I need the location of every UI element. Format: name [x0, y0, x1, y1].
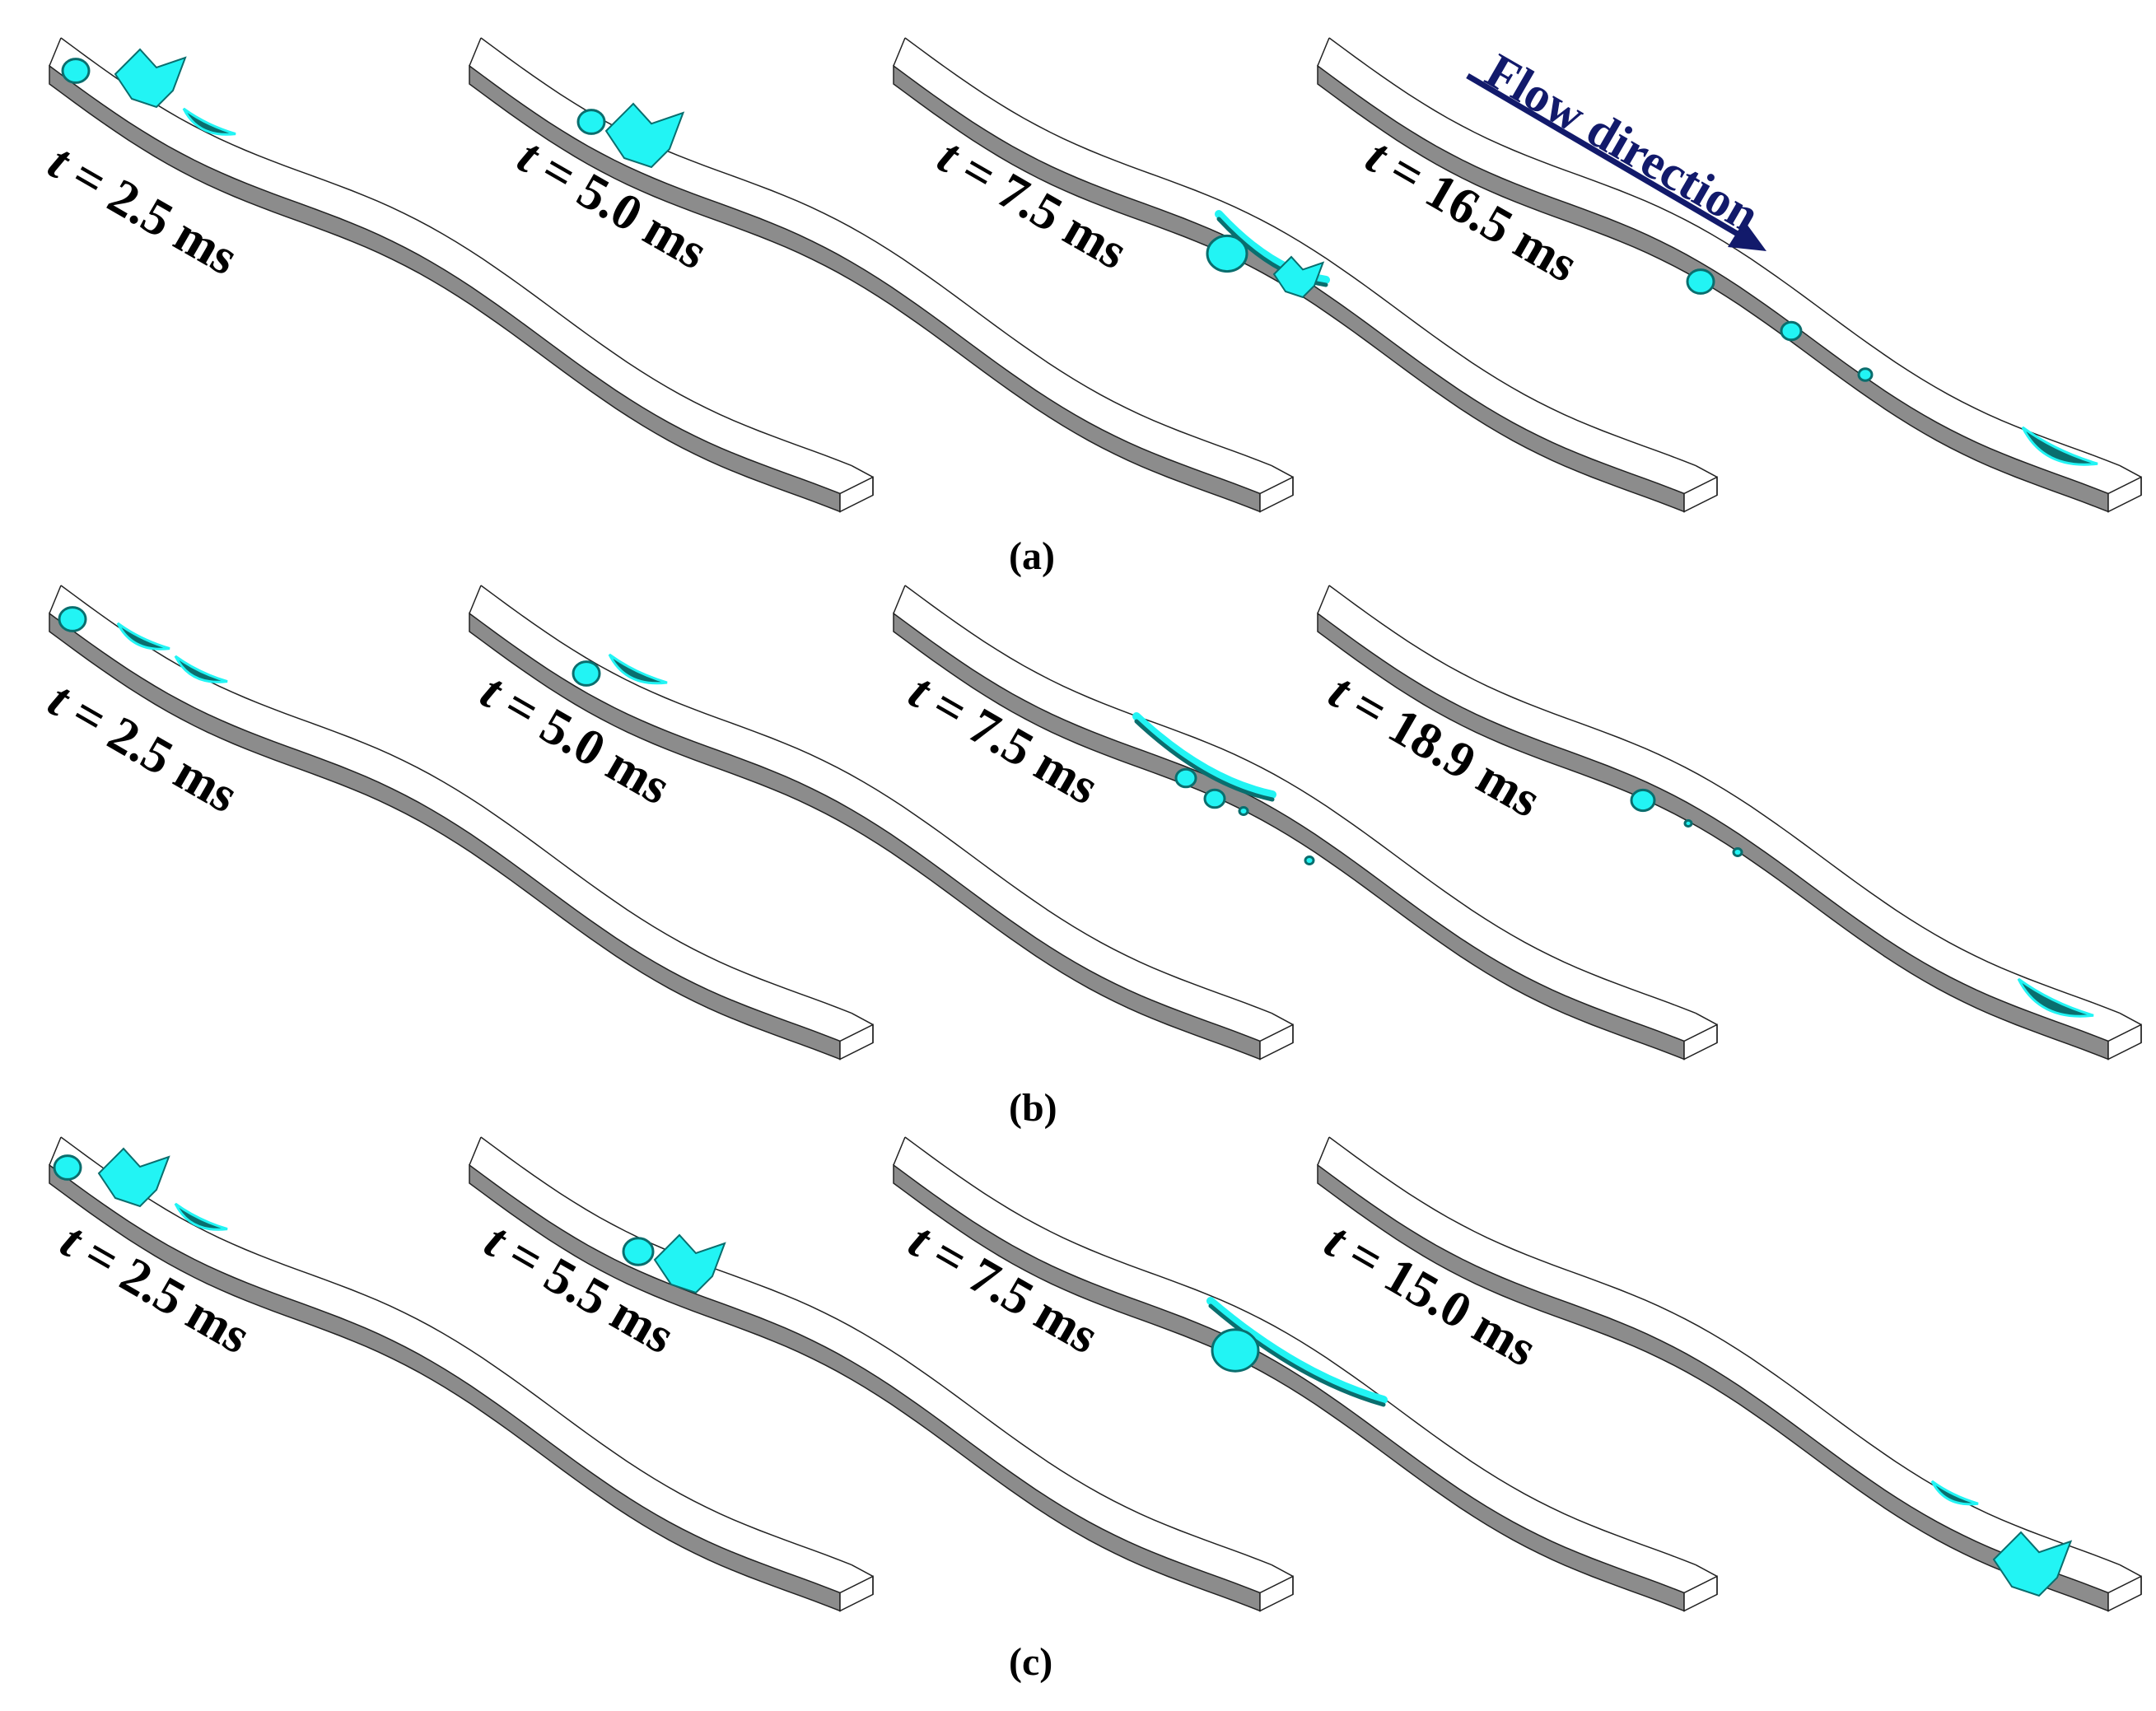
channel-r3-c1-rim [60, 1136, 852, 1566]
droplet-a2-sphere [576, 109, 606, 135]
channel-r3-c2-end-edge [1271, 1564, 1294, 1578]
channel-r1-c2-end-cap [1259, 476, 1294, 513]
channel-r2-c4-end-edge [2119, 1012, 2142, 1026]
panel-label-c: (c) [1009, 1640, 1053, 1684]
droplet-b2-sphere [572, 660, 601, 687]
channel-r3-c3-floor [893, 1163, 1685, 1612]
droplet-c4-crescent [1930, 1480, 1979, 1506]
channel-r2-c4-floor [1317, 612, 2109, 1061]
channel-r1-c1-end-edge [851, 464, 874, 478]
channel-r3-c2-rim [480, 1136, 1272, 1566]
droplet-b3-1 [1174, 767, 1197, 789]
channel-r2-c3-rim [904, 585, 1696, 1014]
channel-r1-c4-end-edge [2119, 464, 2142, 478]
channel-r1-c1-start-edge [49, 37, 62, 67]
droplet-a4-3 [1857, 367, 1874, 382]
channel-r2-c1-start-edge [49, 585, 62, 614]
channel-r3-c2-end-cap [1259, 1575, 1294, 1612]
droplet-c1-crescent [174, 1202, 228, 1231]
channel-r3-c2-floor [469, 1163, 1261, 1612]
droplet-a1-splash [114, 48, 187, 109]
droplet-a3-splash [1272, 255, 1325, 299]
channel-r1-c4-end-cap [2107, 476, 2142, 513]
channel-r2-c1-end-cap [839, 1023, 874, 1061]
droplet-b4-3 [1732, 847, 1743, 857]
channel-r3-c2-start-edge [469, 1136, 482, 1166]
droplet-a4-1 [1686, 268, 1715, 295]
channel-r3-c1-end-cap [839, 1575, 874, 1612]
channel-r1-c3-rim [904, 37, 1696, 467]
channel-r1-c2-start-edge [469, 37, 482, 67]
channel-r2-c4-rim [1328, 585, 2121, 1014]
channel-r3-c4-end-cap [2107, 1575, 2142, 1612]
panel-label-a: (a) [1009, 534, 1055, 578]
droplet-c1-splash [97, 1147, 170, 1208]
channel-r2-c3-floor [893, 612, 1685, 1061]
droplet-c1-sphere [53, 1154, 82, 1181]
channel-r2-c3-start-edge [893, 585, 906, 614]
droplet-a2-splash [604, 102, 685, 169]
droplet-c3-streak [1206, 1297, 1388, 1404]
channel-r3-c1-start-edge [49, 1136, 62, 1166]
channel-r1-c1-rim [60, 37, 852, 467]
droplet-b3-2 [1203, 788, 1226, 809]
channel-r2-c4-start-edge [1317, 585, 1330, 614]
channel-r3-c3-end-edge [1695, 1564, 1718, 1578]
channel-r2-c2-start-edge [469, 585, 482, 614]
channel-r3-c3-start-edge [893, 1136, 906, 1166]
droplet-b3-3 [1238, 806, 1249, 816]
droplet-b1-sphere [58, 606, 87, 632]
channel-r1-c2-rim [480, 37, 1272, 467]
flow-direction-arrow-head [1728, 221, 1766, 251]
channel-r1-c4-start-edge [1317, 37, 1330, 67]
panel-label-b: (b) [1009, 1086, 1057, 1130]
channel-r1-c4-floor [1317, 64, 2109, 513]
channel-r3-c4-floor [1317, 1163, 2109, 1612]
droplet-b4-crescent [2017, 977, 2094, 1018]
channel-r1-c1-end-cap [839, 476, 874, 513]
channel-r3-c4-rim [1328, 1136, 2121, 1566]
flow-direction-arrow-shaft [1466, 72, 1748, 242]
channel-r1-c3-end-edge [1695, 464, 1718, 478]
droplet-b3-streak [1132, 712, 1276, 799]
channel-r2-c3-end-cap [1683, 1023, 1718, 1061]
channel-r2-c2-rim [480, 585, 1272, 1014]
droplet-b4-2 [1683, 818, 1693, 828]
droplet-b2-crescent [608, 653, 668, 685]
droplet-b1-crescent-2 [174, 655, 228, 683]
channel-r3-c3-end-cap [1683, 1575, 1718, 1612]
channel-r1-c4-rim [1328, 37, 2121, 467]
channel-r1-c2-end-edge [1271, 464, 1294, 478]
channel-r2-c1-end-edge [851, 1012, 874, 1026]
droplet-a1-sphere [61, 58, 91, 84]
channel-r3-c4-end-edge [2119, 1564, 2142, 1578]
channel-r2-c1-floor [49, 612, 841, 1061]
channel-r2-c3-end-edge [1695, 1012, 1718, 1026]
droplet-a4-2 [1780, 320, 1803, 342]
channel-r2-c2-end-edge [1271, 1012, 1294, 1026]
droplet-a3-blob [1206, 234, 1248, 273]
channel-r1-c3-end-cap [1683, 476, 1718, 513]
droplet-a4-crescent [2021, 426, 2098, 466]
droplet-b3-streak-shadow [1134, 719, 1275, 802]
channel-r1-c3-start-edge [893, 37, 906, 67]
droplet-b4-1 [1630, 788, 1656, 813]
droplet-a1-crescent [182, 107, 236, 136]
droplet-c4-splash [1992, 1531, 2073, 1597]
droplet-b1-crescent-1 [116, 622, 170, 650]
channel-r2-c2-end-cap [1259, 1023, 1294, 1061]
droplet-c2-sphere [622, 1237, 655, 1266]
droplet-b3-4 [1304, 856, 1315, 865]
droplet-c3-blob [1211, 1328, 1260, 1373]
droplet-c2-splash [653, 1233, 726, 1294]
channel-r3-c3-rim [904, 1136, 1696, 1566]
channel-r3-c1-end-edge [851, 1564, 874, 1578]
channel-r2-c4-end-cap [2107, 1023, 2142, 1061]
droplet-c3-streak-shadow [1208, 1303, 1386, 1407]
channel-r3-c1-floor [49, 1163, 841, 1612]
channel-r3-c4-start-edge [1317, 1136, 1330, 1166]
channel-r1-c1-floor [49, 64, 841, 513]
